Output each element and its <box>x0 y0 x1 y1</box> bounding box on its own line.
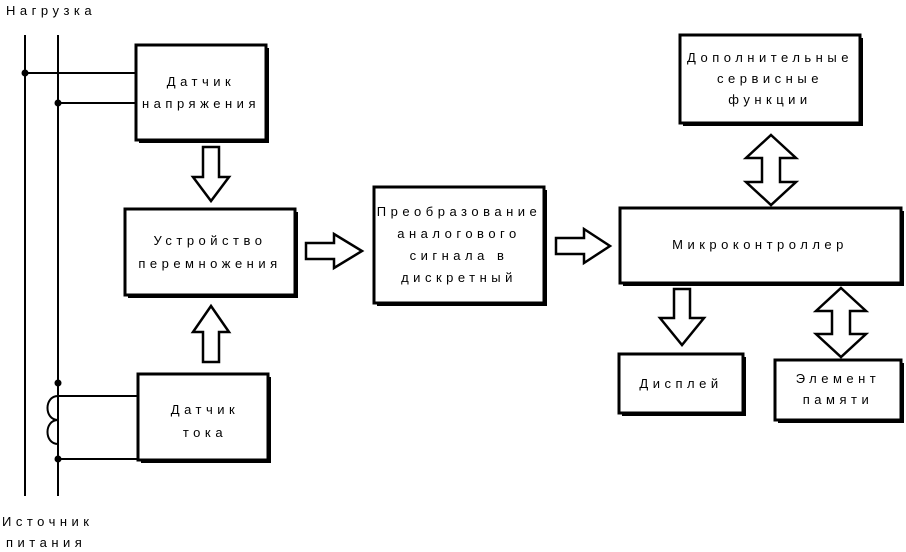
svg-text:функции: функции <box>728 92 811 107</box>
arrow-down-icon <box>190 145 232 204</box>
junction-dot <box>54 455 62 463</box>
source-label-line2: питания <box>6 535 86 550</box>
svg-text:Микроконтроллер: Микроконтроллер <box>672 237 848 252</box>
microcontroller-block: Микроконтроллер <box>618 206 904 286</box>
svg-text:Преобразование: Преобразование <box>377 204 542 219</box>
display-block: Дисплей <box>617 352 746 416</box>
arrow-right-icon <box>304 231 365 271</box>
svg-text:Дополнительные: Дополнительные <box>687 50 853 65</box>
arrow-up-icon <box>190 303 232 364</box>
junction-dot <box>21 69 29 77</box>
load-label: Нагрузка <box>6 3 96 18</box>
svg-text:аналогового: аналогового <box>397 226 520 241</box>
svg-text:Устройство: Устройство <box>153 233 266 248</box>
memory-block: Элемент памяти <box>773 358 904 423</box>
multiplier-block: Устройство перемножения <box>123 207 298 298</box>
adc-block: Преобразование аналогового сигнала в дис… <box>372 185 547 306</box>
svg-text:сигнала в: сигнала в <box>410 248 509 263</box>
svg-text:Элемент: Элемент <box>796 371 881 386</box>
arrow-down-icon <box>657 287 707 347</box>
bidirectional-arrow-icon <box>742 133 800 207</box>
svg-text:Датчик: Датчик <box>171 402 239 417</box>
arrow-right-icon <box>554 226 613 266</box>
service-functions-block: Дополнительные сервисные функции <box>678 33 863 126</box>
coil-icon <box>46 395 59 445</box>
svg-text:сервисные: сервисные <box>717 71 823 86</box>
svg-text:Датчик: Датчик <box>167 74 235 89</box>
svg-text:дискретный: дискретный <box>401 270 517 285</box>
svg-text:тока: тока <box>183 425 227 440</box>
svg-text:напряжения: напряжения <box>142 96 260 111</box>
source-label-line1: Источник <box>2 514 94 529</box>
svg-text:перемножения: перемножения <box>138 256 281 271</box>
junction-dot <box>54 379 62 387</box>
svg-text:Дисплей: Дисплей <box>639 376 722 391</box>
voltage-sensor-block: Датчик напряжения <box>134 43 269 143</box>
bidirectional-arrow-icon <box>812 286 870 359</box>
junction-dot <box>54 99 62 107</box>
current-sensor-block: Датчик тока <box>136 372 271 463</box>
svg-text:памяти: памяти <box>803 392 873 407</box>
